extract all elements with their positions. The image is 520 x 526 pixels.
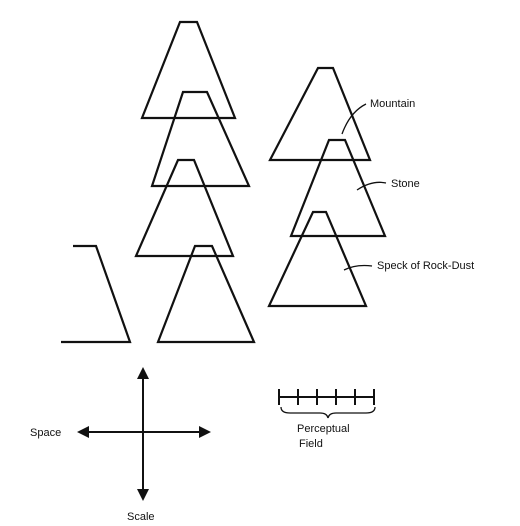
trapezoid-stone [289, 138, 387, 238]
label-space: Space [30, 427, 61, 439]
left-trapezoid-stack [61, 20, 256, 344]
ruler-brace [280, 406, 376, 419]
label-speck: Speck of Rock-Dust [377, 260, 474, 272]
trapezoid-mountain [268, 66, 372, 162]
space-arrow-left-icon [77, 426, 89, 438]
label-mountain: Mountain [370, 98, 415, 110]
leader-lines [341, 103, 387, 271]
scale-arrow-down-icon [137, 489, 149, 501]
label-field: Field [299, 438, 323, 450]
trapezoid-speck [267, 210, 368, 308]
right-trapezoid-stack [267, 66, 387, 308]
leader-mountain [341, 103, 367, 135]
perceptual-field-ruler [278, 389, 376, 419]
scale-arrow-up-icon [137, 367, 149, 379]
leader-speck [343, 264, 373, 271]
trapezoid-bottom-left [156, 244, 256, 344]
trapezoid-upper-mid-left [150, 90, 251, 188]
label-perceptual: Perceptual [297, 423, 350, 435]
label-stone: Stone [391, 178, 420, 190]
label-scale: Scale [127, 511, 155, 523]
trapezoid-top-left [140, 20, 237, 120]
partial-trapezoid-edge [61, 244, 132, 344]
leader-stone [356, 181, 387, 191]
trapezoid-lower-mid-left [134, 158, 235, 258]
space-arrow-right-icon [199, 426, 211, 438]
space-scale-axes [77, 367, 211, 501]
